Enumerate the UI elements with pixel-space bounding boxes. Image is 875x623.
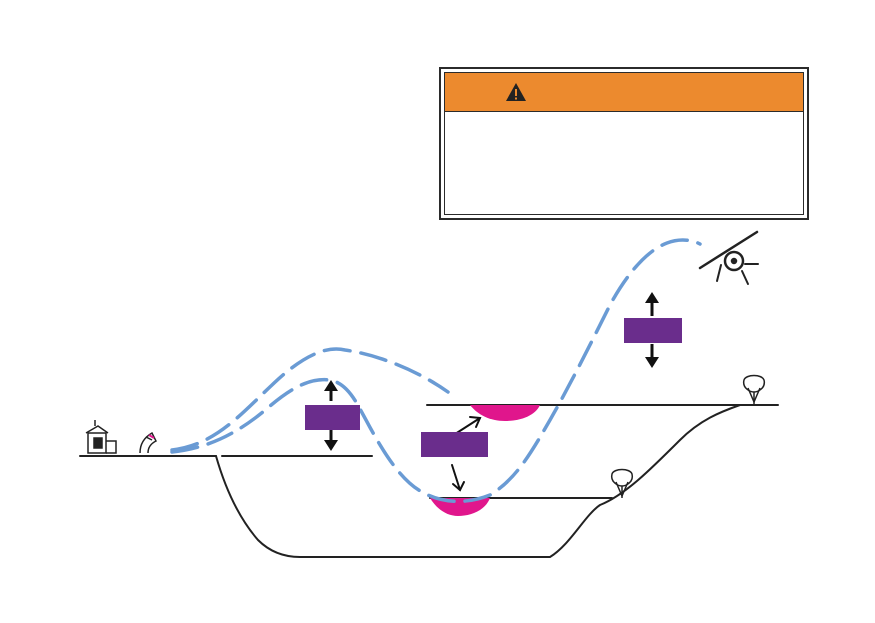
arrowhead-up-right — [645, 292, 659, 303]
airplane-icon — [698, 230, 759, 285]
label-box-right — [624, 318, 682, 343]
arrowhead-down-right — [645, 357, 659, 368]
vertical-arrows — [324, 292, 659, 451]
hangar-icon — [85, 420, 117, 454]
flight-path-outer — [170, 347, 450, 452]
valley-outline — [215, 404, 741, 558]
upper-highlight-zone — [470, 405, 540, 421]
warning-header — [445, 73, 803, 112]
warning-box-inner — [444, 72, 804, 215]
warning-box — [439, 67, 809, 220]
windsock-icon — [139, 431, 158, 454]
tree-icon — [742, 374, 766, 404]
tree-icon-lower — [610, 468, 634, 498]
arrowhead-down-left — [324, 440, 338, 451]
lower-highlight-zone — [430, 498, 490, 516]
flight-paths — [170, 238, 702, 504]
arrowhead-up-left — [324, 380, 338, 391]
terrain — [79, 404, 779, 558]
arrow-to-lower-zone — [451, 464, 461, 491]
label-box-middle — [421, 432, 488, 457]
flight-path-inner — [170, 238, 702, 504]
label-box-left — [305, 405, 360, 430]
warning-triangle-icon — [506, 83, 526, 101]
